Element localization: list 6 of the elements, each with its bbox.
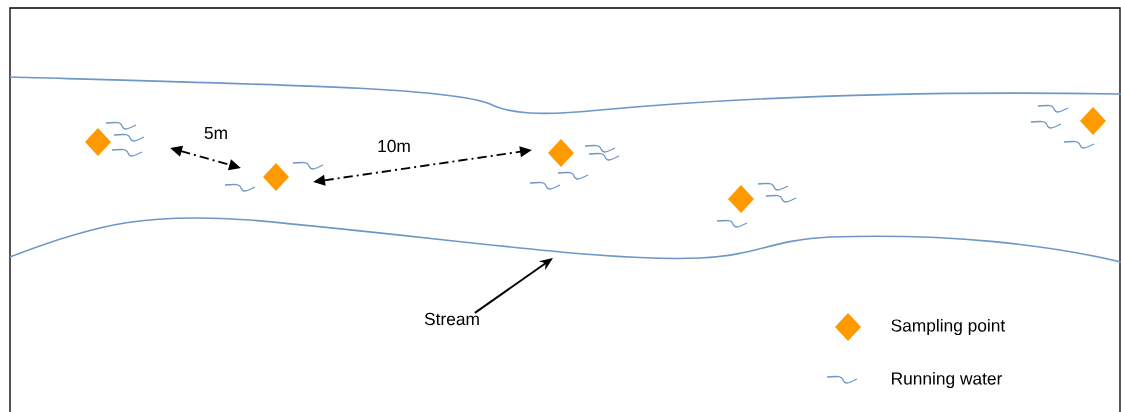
dimension-label: 5m	[204, 126, 227, 140]
stream-label: Stream	[424, 312, 479, 326]
dimension-label: 10m	[378, 139, 410, 153]
stream-bank	[9, 217, 1121, 263]
legend-label: Running water	[892, 371, 1003, 389]
legend-label: Sampling point	[891, 318, 1006, 336]
